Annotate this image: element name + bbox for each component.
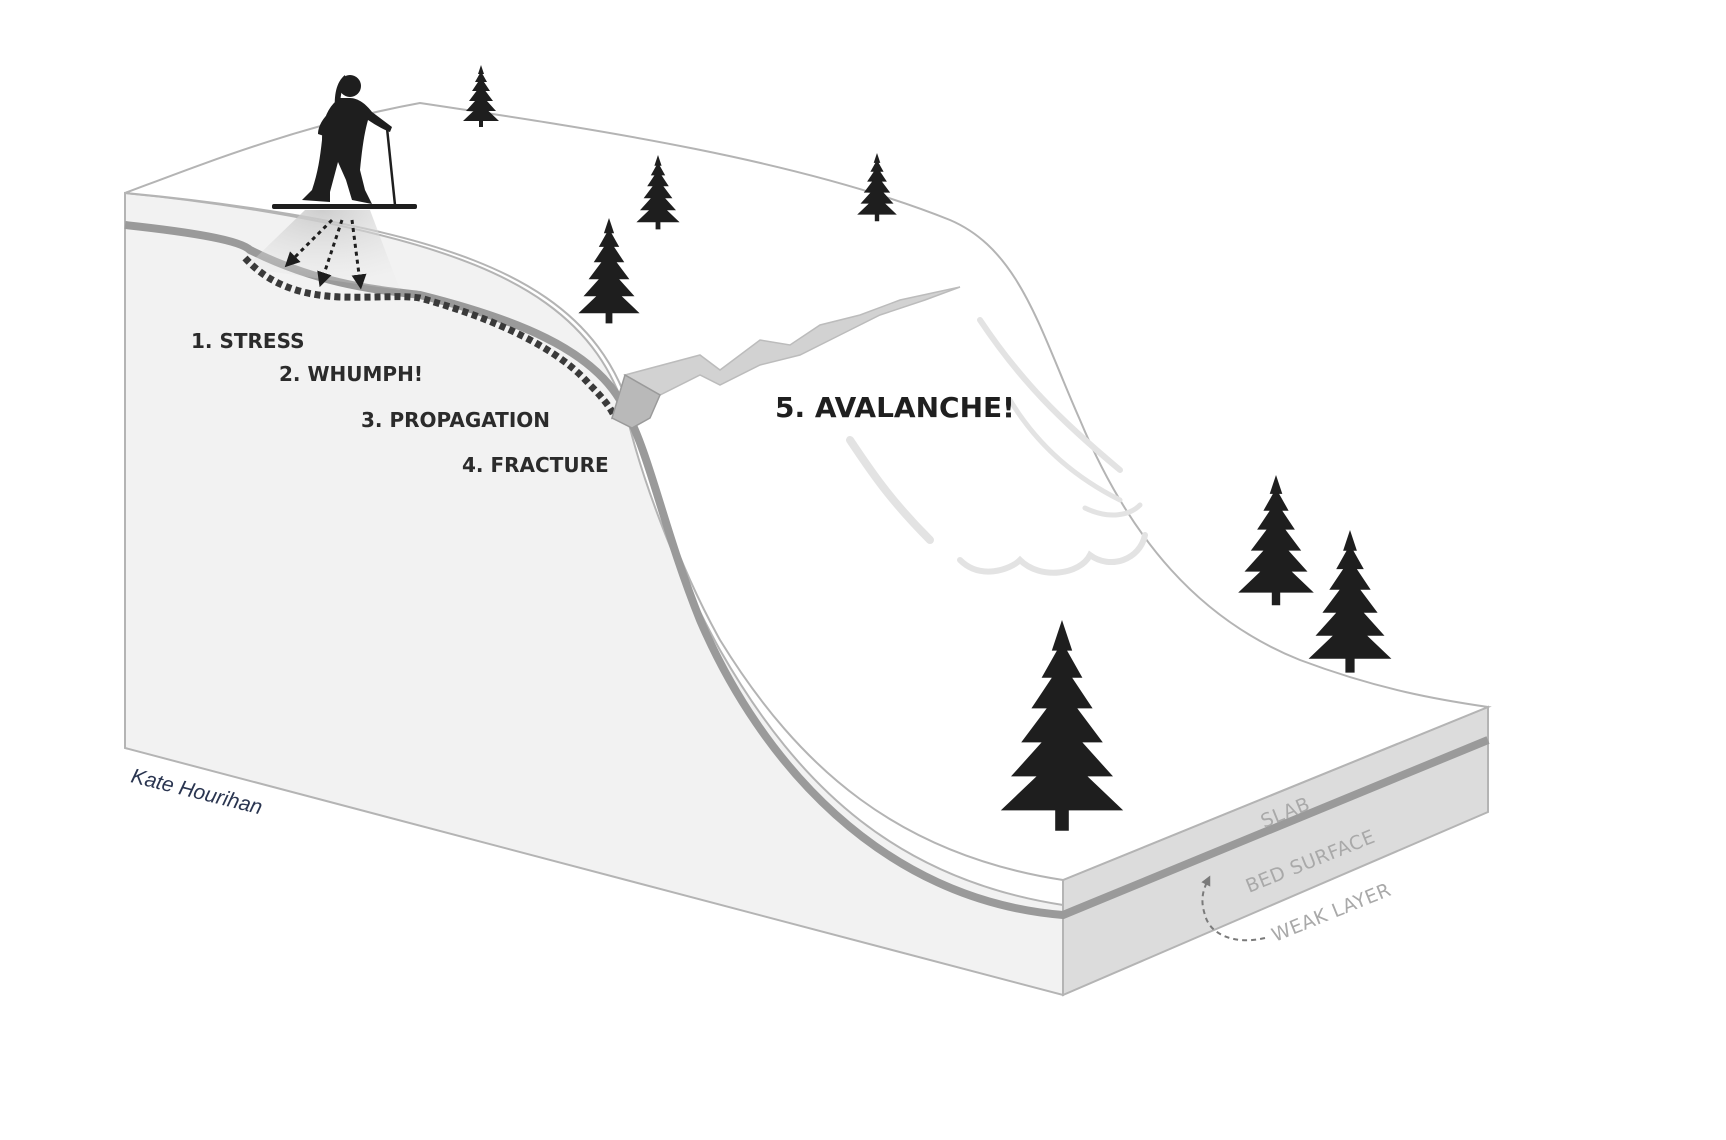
tree-icon xyxy=(857,153,897,222)
arrow-icon xyxy=(350,219,367,290)
tree-icon xyxy=(1308,530,1392,673)
stress-cone xyxy=(245,210,400,290)
step-whumph-label: 2. WHUMPH! xyxy=(279,362,423,386)
fracture-face xyxy=(611,373,661,429)
step-fracture-label: 4. FRACTURE xyxy=(462,453,609,477)
step-avalanche-label: 5. AVALANCHE! xyxy=(775,391,1015,424)
fracture-crown xyxy=(623,286,961,396)
tree-icon xyxy=(1238,475,1314,606)
arrow-icon xyxy=(317,219,344,288)
step-stress-label: 1. STRESS xyxy=(191,329,305,353)
stress-arrows xyxy=(284,218,367,290)
propagation-crack xyxy=(242,255,619,420)
step-propagation-label: 3. PROPAGATION xyxy=(361,408,550,432)
weak-layer-line xyxy=(124,221,1490,920)
tree-icon xyxy=(463,65,499,127)
avalanche-debris xyxy=(846,317,1148,576)
skier-icon xyxy=(272,75,417,209)
arrow-icon xyxy=(284,218,334,268)
snow-surface xyxy=(124,101,1492,882)
